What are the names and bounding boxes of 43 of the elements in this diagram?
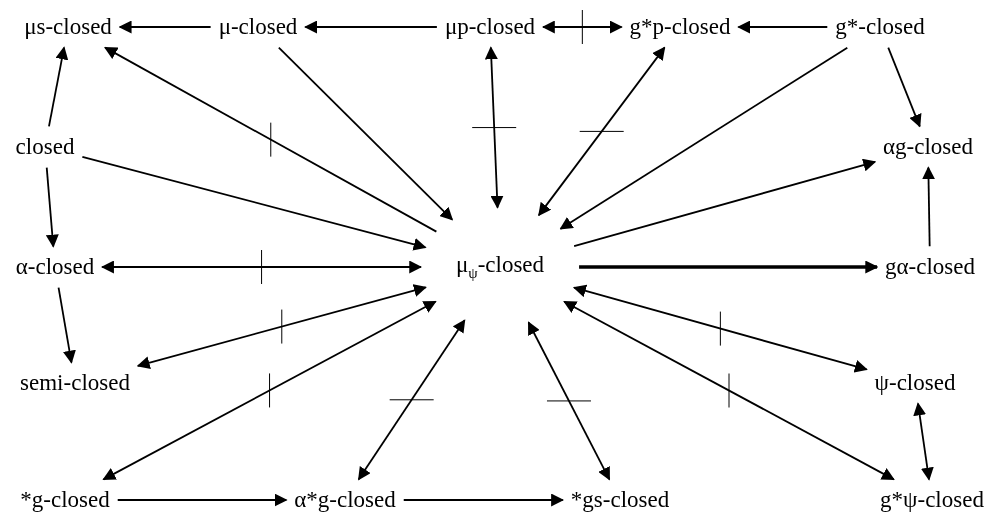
arrow <box>57 286 76 364</box>
arrow <box>102 300 437 481</box>
arrow <box>527 321 611 481</box>
node-label: α-closed <box>15 254 95 280</box>
node-label: μp-closed <box>444 14 536 40</box>
arrow <box>572 284 868 373</box>
node-label: g*ψ-closed <box>880 487 984 513</box>
arrow <box>887 46 922 128</box>
arrow <box>737 20 829 34</box>
node-label: *gs-closed <box>570 487 670 513</box>
node-label: *g-closed <box>20 487 110 513</box>
arrow <box>402 493 565 507</box>
node-label: closed <box>15 134 75 160</box>
arrow <box>48 46 69 128</box>
arrow <box>484 46 504 209</box>
arrow <box>100 260 423 274</box>
node-label: g*p-closed <box>629 14 731 40</box>
arrow <box>563 300 895 481</box>
arrow <box>541 20 623 34</box>
node-label: ψ-closed <box>874 370 956 396</box>
node-label: gα-closed <box>885 254 975 280</box>
arrow <box>277 46 454 221</box>
arrow <box>136 284 427 369</box>
arrow <box>579 260 879 274</box>
arrow <box>538 46 666 217</box>
arrow <box>573 158 877 248</box>
arrow <box>45 166 59 248</box>
node-label: μs-closed <box>24 14 112 40</box>
arrow <box>559 46 849 230</box>
arrow <box>81 155 427 251</box>
node-label: αg-closed <box>883 134 973 160</box>
arrow <box>357 319 466 481</box>
arrow <box>304 20 438 34</box>
node-label: α*g-closed <box>294 487 396 513</box>
arrow <box>104 46 438 233</box>
arrow <box>913 402 934 481</box>
arrow <box>116 493 288 507</box>
arrow <box>922 166 936 248</box>
arrow <box>118 20 212 34</box>
node-label: μ$_{ψ}$-closed <box>455 252 545 282</box>
node-label: μ-closed <box>218 14 298 40</box>
node-label: semi-closed <box>20 370 130 396</box>
node-label: g*-closed <box>835 14 925 40</box>
